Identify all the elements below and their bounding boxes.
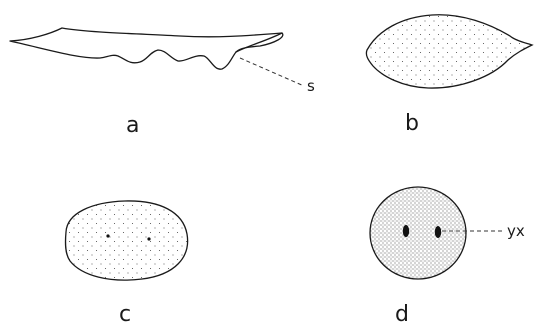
- callout-label-yx: yx: [507, 222, 525, 240]
- leader-line-s: [240, 58, 304, 86]
- mark-right: [435, 226, 441, 238]
- panel-label-b: b: [405, 111, 419, 136]
- panel-c: c: [65, 201, 187, 323]
- panel-d: yx d: [370, 187, 525, 323]
- panel-a: s a: [10, 28, 315, 138]
- callout-label-s: s: [307, 77, 315, 95]
- panel-label-d: d: [395, 302, 409, 323]
- spot-right: [147, 237, 150, 240]
- panel-b: b: [366, 15, 532, 136]
- panel-label-c: c: [119, 302, 131, 323]
- shell-top-view: [366, 15, 532, 88]
- shell-circle: [370, 187, 466, 279]
- panel-label-a: a: [126, 113, 139, 138]
- shell-oval: [65, 201, 187, 280]
- mark-left: [403, 225, 409, 237]
- spot-left: [106, 234, 109, 237]
